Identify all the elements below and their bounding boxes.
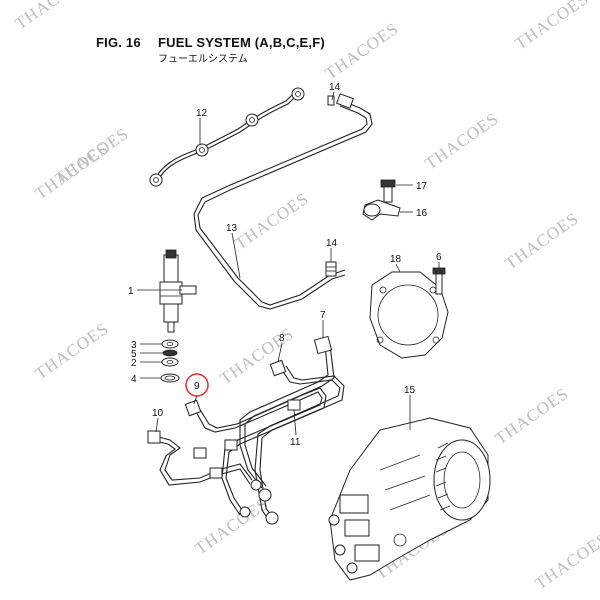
callout-12: 12 xyxy=(196,108,208,119)
watermark: THACOES xyxy=(511,0,592,53)
washers-2-5 xyxy=(160,339,180,383)
callout-6: 6 xyxy=(436,252,442,263)
figure-title: FUEL SYSTEM (A,B,C,E,F) xyxy=(158,35,325,50)
watermark: THACOES xyxy=(216,324,297,389)
gasket-18 xyxy=(369,271,449,359)
watermark: THACOES xyxy=(11,0,92,33)
watermark: THACOES xyxy=(231,189,312,254)
injection-pipes xyxy=(147,335,345,525)
callout-17: 17 xyxy=(416,181,428,192)
figure-subtitle: フューエルシステム xyxy=(158,54,248,65)
callout-3: 3 xyxy=(131,340,137,351)
callout-labels: 12 14 17 16 13 14 18 6 1 3 5 2 4 7 8 9 1… xyxy=(128,82,442,448)
callout-15: 15 xyxy=(404,385,416,396)
fuel-injection-pump-15 xyxy=(328,417,491,581)
clip-14-top xyxy=(327,95,335,106)
callout-18: 18 xyxy=(390,254,402,265)
leak-off-pipe-12 xyxy=(149,87,305,187)
callout-14-top: 14 xyxy=(329,82,341,93)
highlight-circle xyxy=(185,373,209,397)
callout-11: 11 xyxy=(290,437,301,448)
callout-9: 9 xyxy=(194,381,200,392)
watermark: THACOES xyxy=(421,109,502,174)
callout-2: 2 xyxy=(131,358,137,369)
watermark: THACOES xyxy=(321,19,402,84)
return-pipe-13 xyxy=(193,93,373,310)
bracket-16-bolt-17 xyxy=(362,179,401,221)
callout-1: 1 xyxy=(128,286,134,297)
callout-16: 16 xyxy=(416,208,428,219)
watermark: THACOES xyxy=(51,124,132,189)
watermark: THACOES xyxy=(491,384,572,449)
injector-1 xyxy=(159,249,197,333)
figure-number: FIG. 16 xyxy=(96,35,141,50)
fitting-14-middle xyxy=(325,261,337,277)
callout-14-middle: 14 xyxy=(326,238,338,249)
callout-8: 8 xyxy=(279,333,285,344)
callout-5: 5 xyxy=(131,349,137,360)
watermark: THACOES xyxy=(531,529,600,594)
watermark: THACOES xyxy=(31,319,112,384)
callout-7: 7 xyxy=(320,310,326,321)
callout-4: 4 xyxy=(131,374,137,385)
callout-10: 10 xyxy=(152,408,164,419)
callout-13: 13 xyxy=(226,223,238,234)
watermark: THACOES xyxy=(501,209,582,274)
